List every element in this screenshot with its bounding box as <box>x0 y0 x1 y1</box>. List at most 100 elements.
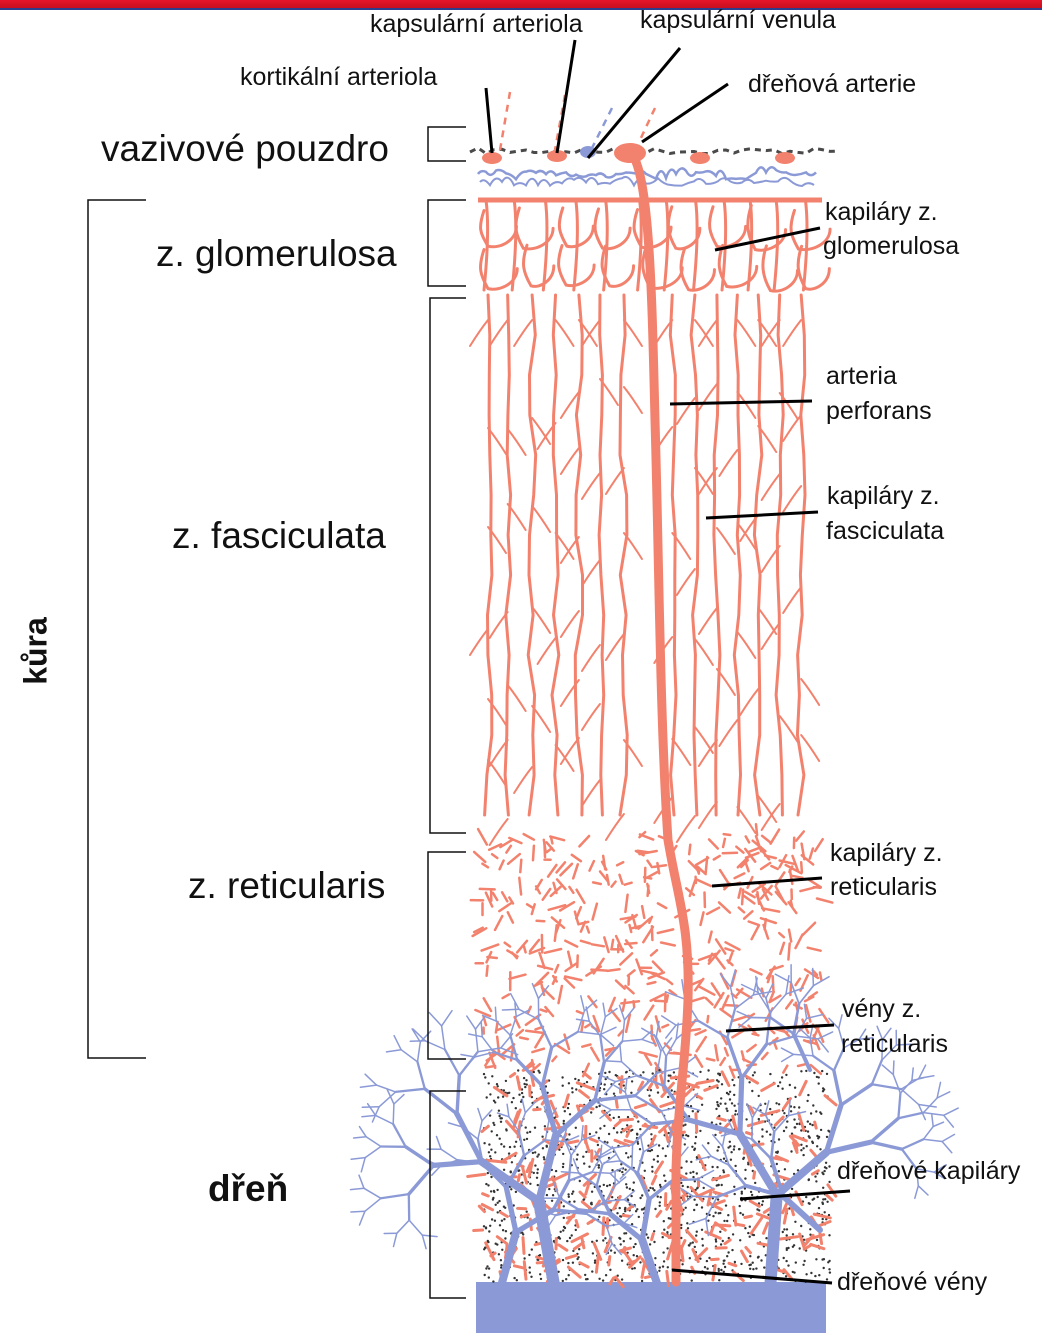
medulla-stipple-dot <box>793 1271 795 1273</box>
medulla-stipple-dot <box>497 1096 499 1098</box>
medullary-capillary <box>737 1224 744 1225</box>
vein-branch <box>893 1061 894 1075</box>
medulla-stipple-dot <box>491 1075 493 1077</box>
medulla-stipple-dot <box>488 1276 490 1278</box>
medulla-stipple-dot <box>569 1237 571 1239</box>
leader-medullary-artery <box>642 84 728 142</box>
medulla-stipple-dot <box>662 1251 664 1253</box>
medulla-stipple-dot <box>529 1271 531 1273</box>
medulla-stipple-dot <box>784 1168 786 1170</box>
medulla-stipple-dot <box>496 1083 498 1085</box>
medulla-stipple-dot <box>502 1229 504 1231</box>
vein-branch <box>560 1198 580 1210</box>
medulla-stipple-dot <box>725 1204 727 1206</box>
reticularis-capillary-fragment <box>581 1022 583 1032</box>
medulla-stipple-dot <box>762 1200 764 1202</box>
medulla-stipple-dot <box>790 1150 792 1152</box>
medulla-stipple-dot <box>722 1263 724 1265</box>
medullary-capillary <box>582 1239 584 1248</box>
medulla-stipple-dot <box>488 1082 490 1084</box>
reticularis-capillary-fragment <box>707 908 719 914</box>
reticularis-capillary-fragment <box>603 856 605 869</box>
vein-branch <box>829 1018 839 1028</box>
medulla-stipple-dot <box>637 1120 639 1122</box>
medulla-stipple-dot <box>810 1112 812 1114</box>
medulla-stipple-dot <box>631 1080 633 1082</box>
reticularis-capillary-fragment <box>771 830 780 844</box>
reticularis-capillary-fragment <box>579 836 589 846</box>
fasciculata-anastomosis <box>740 689 758 715</box>
glomerulosa-capillary <box>638 200 642 290</box>
vein-branch <box>765 1115 774 1132</box>
reticularis-capillary-fragment <box>545 949 561 953</box>
vein-branch <box>782 1054 794 1061</box>
vein-branch <box>351 1188 365 1189</box>
medulla-stipple-dot <box>739 1239 741 1241</box>
medulla-stipple-dot <box>562 1259 564 1261</box>
medulla-stipple-dot <box>651 1149 653 1151</box>
reticularis-capillary-fragment <box>665 993 666 1011</box>
medullary-capillary <box>827 1195 833 1200</box>
medullary-capillary <box>609 1257 610 1265</box>
medulla-stipple-dot <box>704 1266 706 1268</box>
medulla-stipple-dot <box>503 1206 505 1208</box>
fasciculata-anastomosis <box>758 796 776 822</box>
reticularis-capillary-fragment <box>607 875 609 885</box>
vein-branch <box>362 1107 379 1108</box>
medulla-stipple-dot <box>641 1194 643 1196</box>
reticularis-capillary-fragment <box>519 878 521 895</box>
vein-branch <box>441 1149 457 1160</box>
reticularis-capillary-fragment <box>524 834 534 840</box>
medulla-stipple-dot <box>749 1255 751 1257</box>
medulla-stipple-dot <box>636 1133 638 1135</box>
reticularis-capillaries <box>471 824 833 1084</box>
medulla-stipple-dot <box>730 1159 732 1161</box>
medulla-stipple-dot <box>720 1269 722 1271</box>
medulla-stipple-dot <box>821 1070 823 1072</box>
medulla-stipple-dot <box>572 1190 574 1192</box>
medulla-stipple-dot <box>651 1166 653 1168</box>
fasciculata-capillary <box>734 295 740 815</box>
capsule-layer <box>470 92 838 200</box>
medulla-stipple-dot <box>633 1254 635 1256</box>
medulla-stipple-dot <box>735 1110 737 1112</box>
medulla-stipple-dot <box>494 1220 496 1222</box>
reticularis-capillary-fragment <box>732 1016 749 1021</box>
medulla-stipple-dot <box>781 1076 783 1078</box>
medullary-capillary <box>603 1218 604 1235</box>
fasciculata-anastomosis <box>582 320 600 346</box>
medulla-stipple-dot <box>563 1226 565 1228</box>
medulla-stipple-dot <box>499 1138 501 1140</box>
reticularis-capillary-fragment <box>762 836 771 843</box>
medulla-stipple-dot <box>814 1175 816 1177</box>
medulla-stipple-dot <box>492 1197 494 1199</box>
medulla-stipple-dot <box>718 1212 720 1214</box>
medulla-stipple-dot <box>734 1193 736 1195</box>
medulla-stipple-dot <box>629 1188 631 1190</box>
medulla-stipple-dot <box>532 1152 534 1154</box>
vein-branch <box>582 1126 583 1141</box>
medulla-stipple-dot <box>603 1125 605 1127</box>
medulla-stipple-dot <box>716 1166 718 1168</box>
medulla-stipple-dot <box>685 1160 687 1162</box>
vein-branch <box>394 1036 401 1050</box>
fasciculata-anastomosis <box>737 523 755 549</box>
medulla-stipple-dot <box>773 1127 775 1129</box>
reticularis-capillary-fragment <box>746 836 749 842</box>
reticularis-capillary-fragment <box>689 845 690 855</box>
medulla-stipple-dot <box>752 1074 754 1076</box>
medulla-stipple-dot <box>484 1076 486 1078</box>
medulla-stipple-dot <box>729 1091 731 1093</box>
reticularis-capillary-fragment <box>783 1066 787 1073</box>
medulla-stipple-dot <box>634 1243 636 1245</box>
medulla-stipple-dot <box>701 1104 703 1106</box>
fasciculata-anastomosis <box>532 607 550 633</box>
medulla-stipple-dot <box>538 1153 540 1155</box>
medulla-stipple-dot <box>693 1209 695 1211</box>
medulla-stipple-dot <box>496 1189 498 1191</box>
medulla-stipple-dot <box>504 1237 506 1239</box>
reticularis-capillary-fragment <box>801 862 802 872</box>
medulla-stipple-dot <box>639 1197 641 1199</box>
medulla-stipple-dot <box>562 1153 564 1155</box>
medulla-stipple-dot <box>776 1163 778 1165</box>
